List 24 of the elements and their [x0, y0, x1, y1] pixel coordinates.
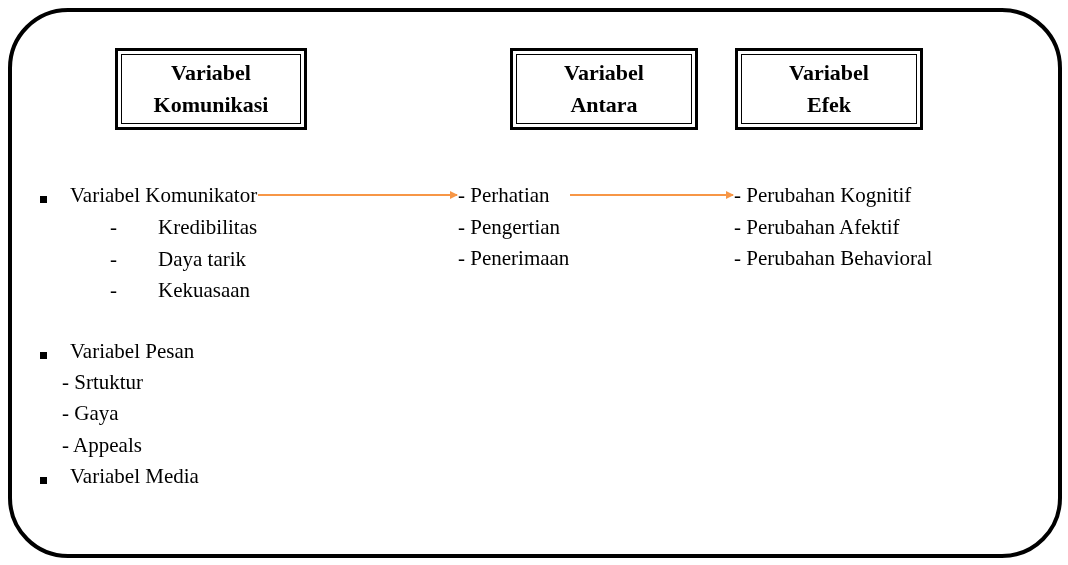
list-item: - Perhatian [458, 182, 551, 209]
arrow [569, 191, 734, 199]
heading-box: Variabel Antara [510, 48, 698, 130]
list-item: - [110, 277, 117, 304]
list-item: - Appeals [62, 432, 142, 459]
list-item: Variabel Media [70, 463, 199, 490]
list-item: - [110, 214, 117, 241]
list-item: Kredibilitas [158, 214, 258, 241]
list-item: Kekuasaan [158, 277, 251, 304]
list-item: - Pengertian [458, 213, 562, 241]
list-item: Variabel Pesan [70, 338, 195, 365]
arrow [257, 191, 458, 199]
list-item: - [110, 246, 117, 273]
list-item: - Srtuktur [62, 369, 144, 396]
list-item: - Perubahan Afektif [734, 213, 901, 241]
list-item: - Perubahan Behavioral [734, 245, 933, 272]
heading-box: Variabel Komunikasi [115, 48, 307, 130]
list-item: Variabel Komunikator [70, 180, 258, 212]
list-item: - Perubahan Kognitif [734, 182, 913, 209]
list-item: Daya tarik [158, 246, 247, 273]
rounded-frame [8, 8, 1062, 558]
list-item: - Penerimaan [458, 245, 570, 272]
list-item: - Gaya [62, 400, 119, 427]
heading-box: Variabel Efek [735, 48, 923, 130]
